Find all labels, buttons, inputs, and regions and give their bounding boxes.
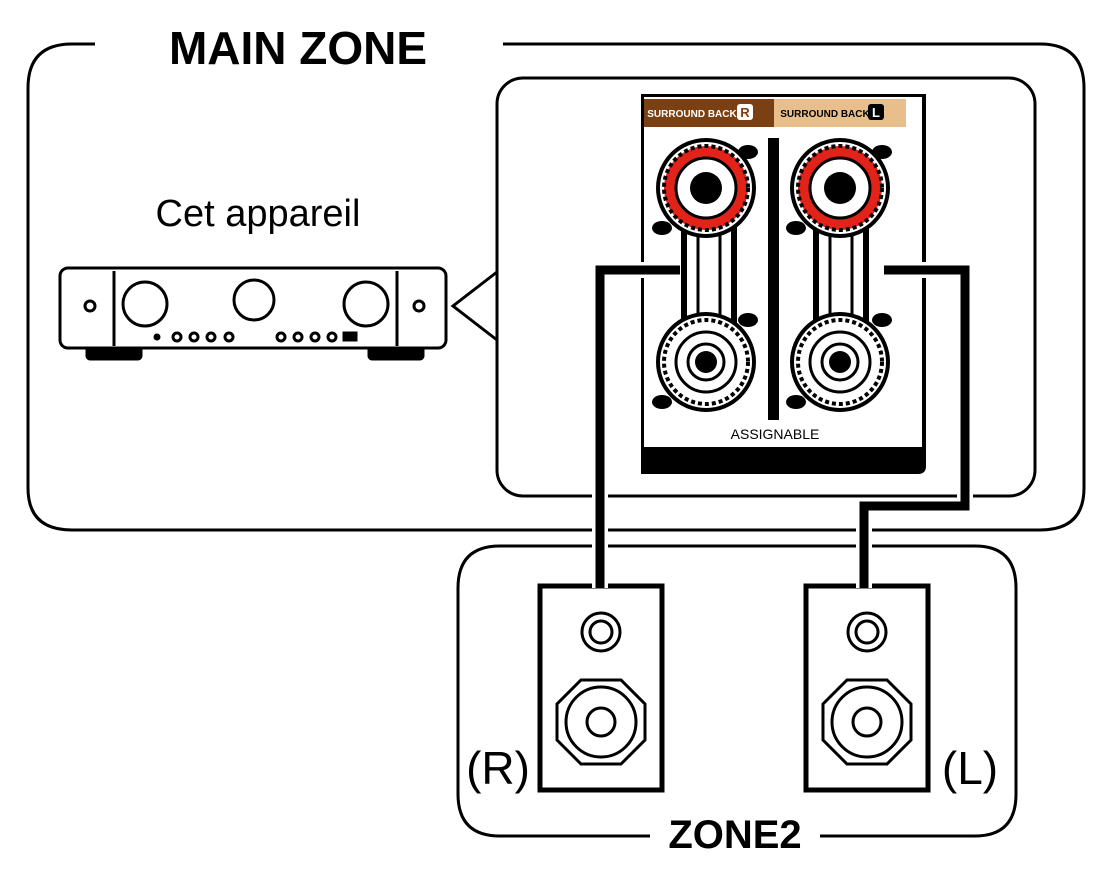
assignable-label: ASSIGNABLE: [731, 426, 820, 442]
callout-pointer: [450, 270, 498, 342]
main-zone-frame: [26, 42, 1086, 532]
zone2-frame: [456, 544, 1018, 838]
surround-back-r-label: SURROUND BACK: [647, 109, 737, 120]
speaker-icon: [803, 583, 931, 793]
terminal-divider: [768, 138, 779, 420]
zone2-title: ZONE2: [668, 813, 801, 857]
speaker-terminal-icon: [652, 312, 758, 412]
speaker-l-label: (L): [942, 742, 998, 794]
speaker-cable-icon: [592, 262, 973, 588]
channel-l-badge: L: [872, 105, 880, 120]
speaker-terminal-icon: [786, 312, 892, 412]
speaker-terminal-icon: [786, 138, 892, 238]
av-receiver-icon: [58, 266, 448, 361]
channel-r-badge: R: [740, 105, 750, 120]
surround-back-l-tag: SURROUND BACK L: [774, 99, 906, 127]
surround-back-l-label: SURROUND BACK: [780, 109, 870, 120]
surround-back-r-tag: SURROUND BACK R: [644, 99, 774, 127]
main-zone-title: MAIN ZONE: [169, 22, 427, 74]
device-label: Cet appareil: [156, 193, 361, 235]
speaker-terminal-icon: [652, 138, 758, 238]
speaker-icon: [537, 583, 665, 793]
speaker-r-label: (R): [466, 742, 530, 794]
